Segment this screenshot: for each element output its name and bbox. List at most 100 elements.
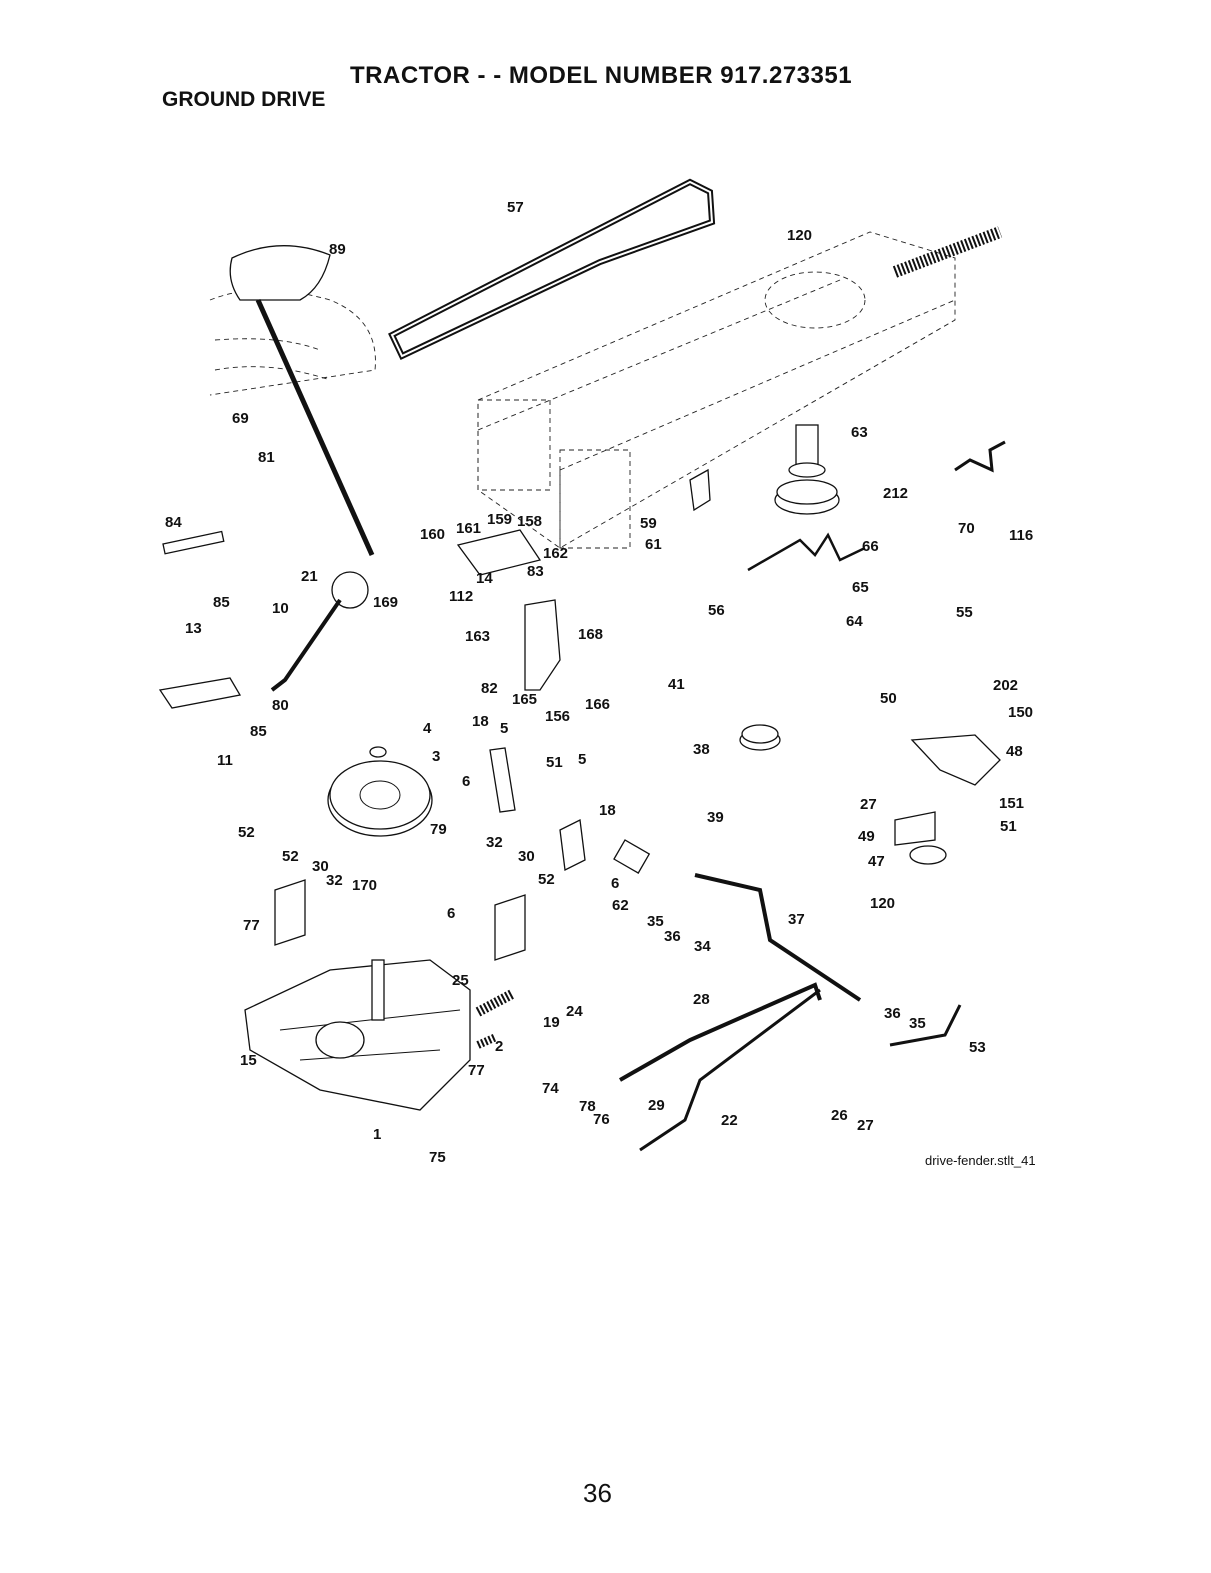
callout-label: 75 (429, 1149, 446, 1166)
callout-label: 6 (611, 875, 619, 892)
callout-label: 112 (449, 588, 473, 605)
callout-label: 48 (1006, 743, 1023, 760)
callout-label: 82 (481, 680, 498, 697)
callout-label: 27 (857, 1117, 874, 1134)
callout-label: 79 (430, 821, 447, 838)
callout-label: 28 (693, 991, 710, 1008)
callout-label: 169 (373, 594, 398, 611)
callout-label: 32 (326, 872, 343, 889)
callout-label: 170 (352, 877, 377, 894)
callout-label: 160 (420, 526, 445, 543)
callout-label: 49 (858, 828, 875, 845)
callout-label: 3 (432, 748, 440, 765)
callout-label: 35 (647, 913, 664, 930)
idler-bracket (747, 532, 866, 572)
callout-label: 11 (217, 752, 233, 769)
diagram-caption: drive-fender.stlt_41 (925, 1153, 1036, 1168)
callout-label: 168 (578, 626, 603, 643)
callout-label: 34 (694, 938, 711, 955)
callout-label: 85 (213, 594, 230, 611)
callout-label: 5 (500, 720, 508, 737)
callout-label: 1 (373, 1126, 381, 1143)
callout-label: 85 (250, 723, 267, 740)
callout-label: 5 (578, 751, 586, 768)
shift-lever (270, 571, 369, 692)
callout-label: 158 (517, 513, 542, 530)
callout-label: 26 (831, 1107, 848, 1124)
callout-label: 59 (640, 515, 657, 532)
callout-label: 116 (1009, 527, 1033, 544)
callout-label: 14 (476, 570, 493, 587)
callout-label: 27 (860, 796, 877, 813)
callout-label: 30 (312, 858, 329, 875)
tension-spring (892, 226, 1003, 278)
callout-label: 6 (447, 905, 455, 922)
callout-label: 2 (495, 1038, 503, 1055)
linkage-brackets (456, 529, 561, 691)
callout-label: 151 (999, 795, 1024, 812)
callout-label: 159 (487, 511, 512, 528)
callout-label: 51 (1000, 818, 1017, 835)
callout-label: 56 (708, 602, 725, 619)
callout-label: 202 (993, 677, 1018, 694)
springs (475, 989, 515, 1049)
callout-label: 69 (232, 410, 249, 427)
callout-label: 77 (243, 917, 260, 934)
mounting-brackets (274, 747, 586, 961)
callout-label: 162 (543, 545, 568, 562)
callout-label: 18 (599, 802, 616, 819)
clutch-rod (954, 440, 1006, 473)
callout-label: 156 (545, 708, 570, 725)
callout-label: 52 (538, 871, 555, 888)
callout-label: 36 (664, 928, 681, 945)
callout-label: 52 (238, 824, 255, 841)
callout-label: 212 (883, 485, 908, 502)
callout-label: 37 (788, 911, 805, 928)
callout-label: 30 (518, 848, 535, 865)
callout-label: 163 (465, 628, 490, 645)
callout-label: 61 (645, 536, 662, 553)
callout-label: 50 (880, 690, 897, 707)
transmission-pulley (327, 746, 433, 837)
callout-label: 6 (462, 773, 470, 790)
callout-label: 53 (969, 1039, 986, 1056)
callout-label: 74 (542, 1080, 559, 1097)
callout-label: 65 (852, 579, 869, 596)
callout-label: 150 (1008, 704, 1033, 721)
callout-label: 63 (851, 424, 868, 441)
callout-label: 19 (543, 1014, 560, 1031)
brake-lever-assembly (158, 530, 242, 709)
callout-label: 36 (884, 1005, 901, 1022)
callout-label: 57 (507, 199, 524, 216)
control-rods (619, 873, 962, 1152)
tractor-frame-outline (477, 231, 956, 549)
callout-label: 83 (527, 563, 544, 580)
section-title: GROUND DRIVE (162, 88, 326, 111)
callout-label: 35 (909, 1015, 926, 1032)
idler-pulleys (739, 724, 1001, 865)
callout-label: 25 (452, 972, 469, 989)
callout-label: 52 (282, 848, 299, 865)
callout-label: 39 (707, 809, 724, 826)
engine-pulley (774, 424, 840, 515)
page-number: 36 (583, 1478, 612, 1508)
callout-label: 165 (512, 691, 537, 708)
callout-label: 22 (721, 1112, 738, 1129)
spacer (613, 839, 651, 874)
callout-label: 77 (468, 1062, 485, 1079)
callout-label: 4 (423, 720, 432, 737)
belt-guide (689, 468, 711, 512)
callout-label: 47 (868, 853, 885, 870)
shift-rod (255, 298, 375, 557)
callout-label: 62 (612, 897, 629, 914)
drive-belt (388, 178, 716, 360)
callout-label: 51 (546, 754, 563, 771)
callout-label: 76 (593, 1111, 610, 1128)
callout-label: 80 (272, 697, 289, 714)
callout-label: 15 (240, 1052, 257, 1069)
callout-label: 41 (668, 676, 685, 693)
callout-label: 29 (648, 1097, 665, 1114)
page-title: TRACTOR - - MODEL NUMBER 917.273351 (350, 62, 853, 89)
